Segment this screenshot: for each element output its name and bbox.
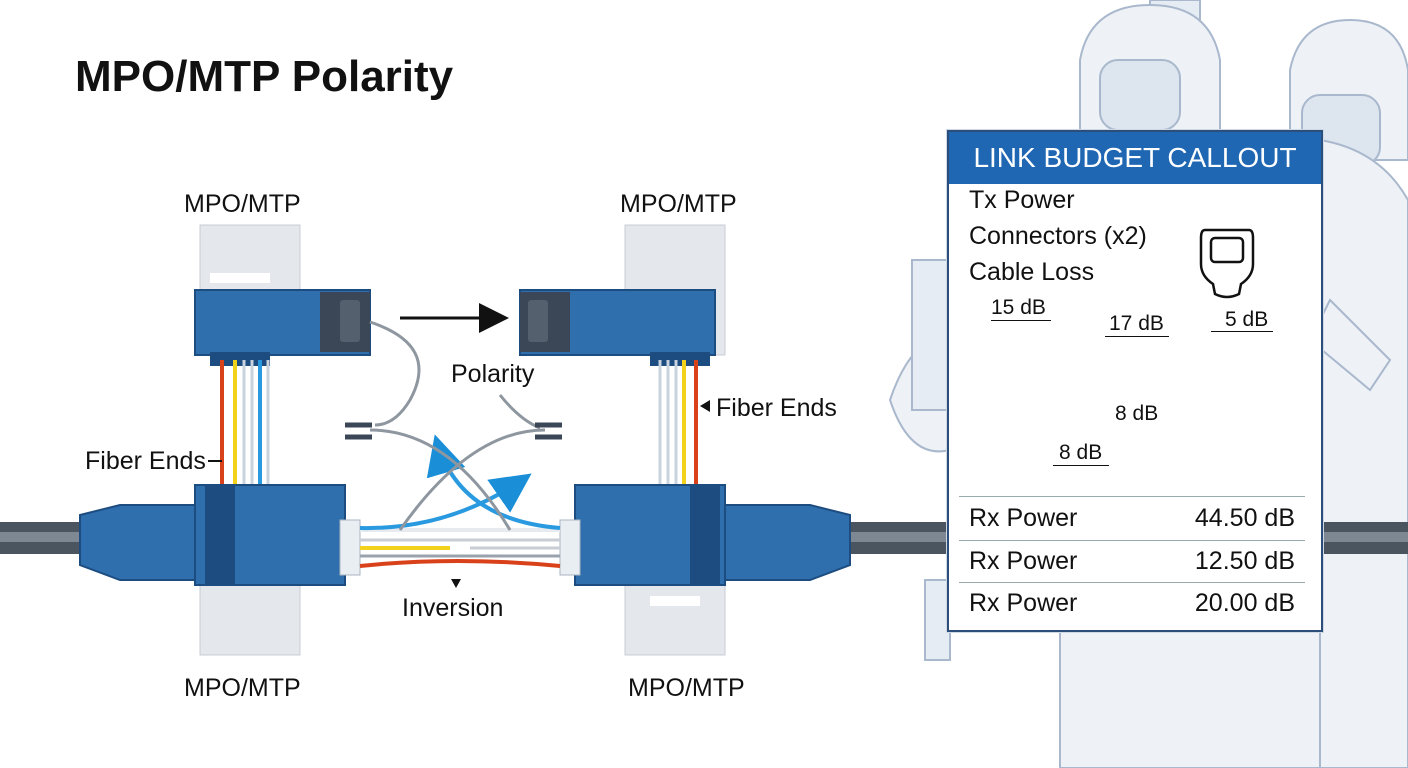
row-value: 44.50 dB	[1194, 504, 1295, 532]
row-label: Rx Power	[969, 504, 1078, 532]
table-row: Rx Power 12.50 dB	[949, 541, 1321, 583]
table-divider	[959, 582, 1305, 583]
table-divider	[959, 496, 1305, 497]
callout-item-connectors: Connectors (x2)	[969, 222, 1147, 250]
data-label-15db: 15 dB	[991, 296, 1046, 319]
row-label: Rx Power	[969, 589, 1078, 617]
table-divider	[959, 540, 1305, 541]
connector-label-top-right: MPO/MTP	[620, 190, 737, 218]
inversion-pointer	[451, 579, 461, 588]
data-label-8db-bar: 8 dB	[1059, 441, 1103, 464]
data-label-17db-underline	[1105, 336, 1169, 337]
connector-icon	[1199, 228, 1255, 299]
row-value: 20.00 dB	[1194, 589, 1295, 617]
data-label-8db-threshold: 8 dB	[1115, 402, 1159, 425]
fiber-ends-right-pointer	[700, 400, 710, 412]
inversion-label: Inversion	[402, 594, 504, 622]
callout-item-tx-power: Tx Power	[969, 186, 1075, 214]
data-label-5db-underline	[1211, 331, 1273, 332]
data-label-8db-underline	[1053, 465, 1109, 466]
connector-label-bottom-right: MPO/MTP	[628, 674, 745, 702]
crossover-fibers	[345, 320, 562, 568]
fiber-ends-label-left: Fiber Ends	[85, 447, 206, 475]
data-label-5db: 5 dB	[1225, 308, 1269, 331]
callout-item-cable-loss: Cable Loss	[969, 258, 1095, 286]
connector-label-bottom-left: MPO/MTP	[184, 674, 301, 702]
data-label-17db: 17 dB	[1109, 312, 1164, 335]
table-row: Rx Power 20.00 dB	[949, 583, 1321, 625]
connector-label-top-left: MPO/MTP	[184, 190, 301, 218]
data-label-15db-underline	[991, 320, 1051, 321]
fiber-ends-label-right: Fiber Ends	[716, 394, 837, 422]
link-budget-callout: LINK BUDGET CALLOUT Tx Power Connectors …	[947, 130, 1323, 632]
page-title: MPO/MTP Polarity	[75, 52, 454, 101]
row-value: 12.50 dB	[1194, 547, 1295, 575]
table-row: Rx Power 44.50 dB	[949, 498, 1321, 540]
trunk-cable	[0, 522, 1408, 554]
polarity-label: Polarity	[451, 360, 535, 388]
right-connector-assembly	[519, 224, 851, 656]
row-label: Rx Power	[969, 547, 1078, 575]
callout-header: LINK BUDGET CALLOUT	[949, 132, 1321, 184]
left-connector-assembly	[79, 224, 371, 656]
